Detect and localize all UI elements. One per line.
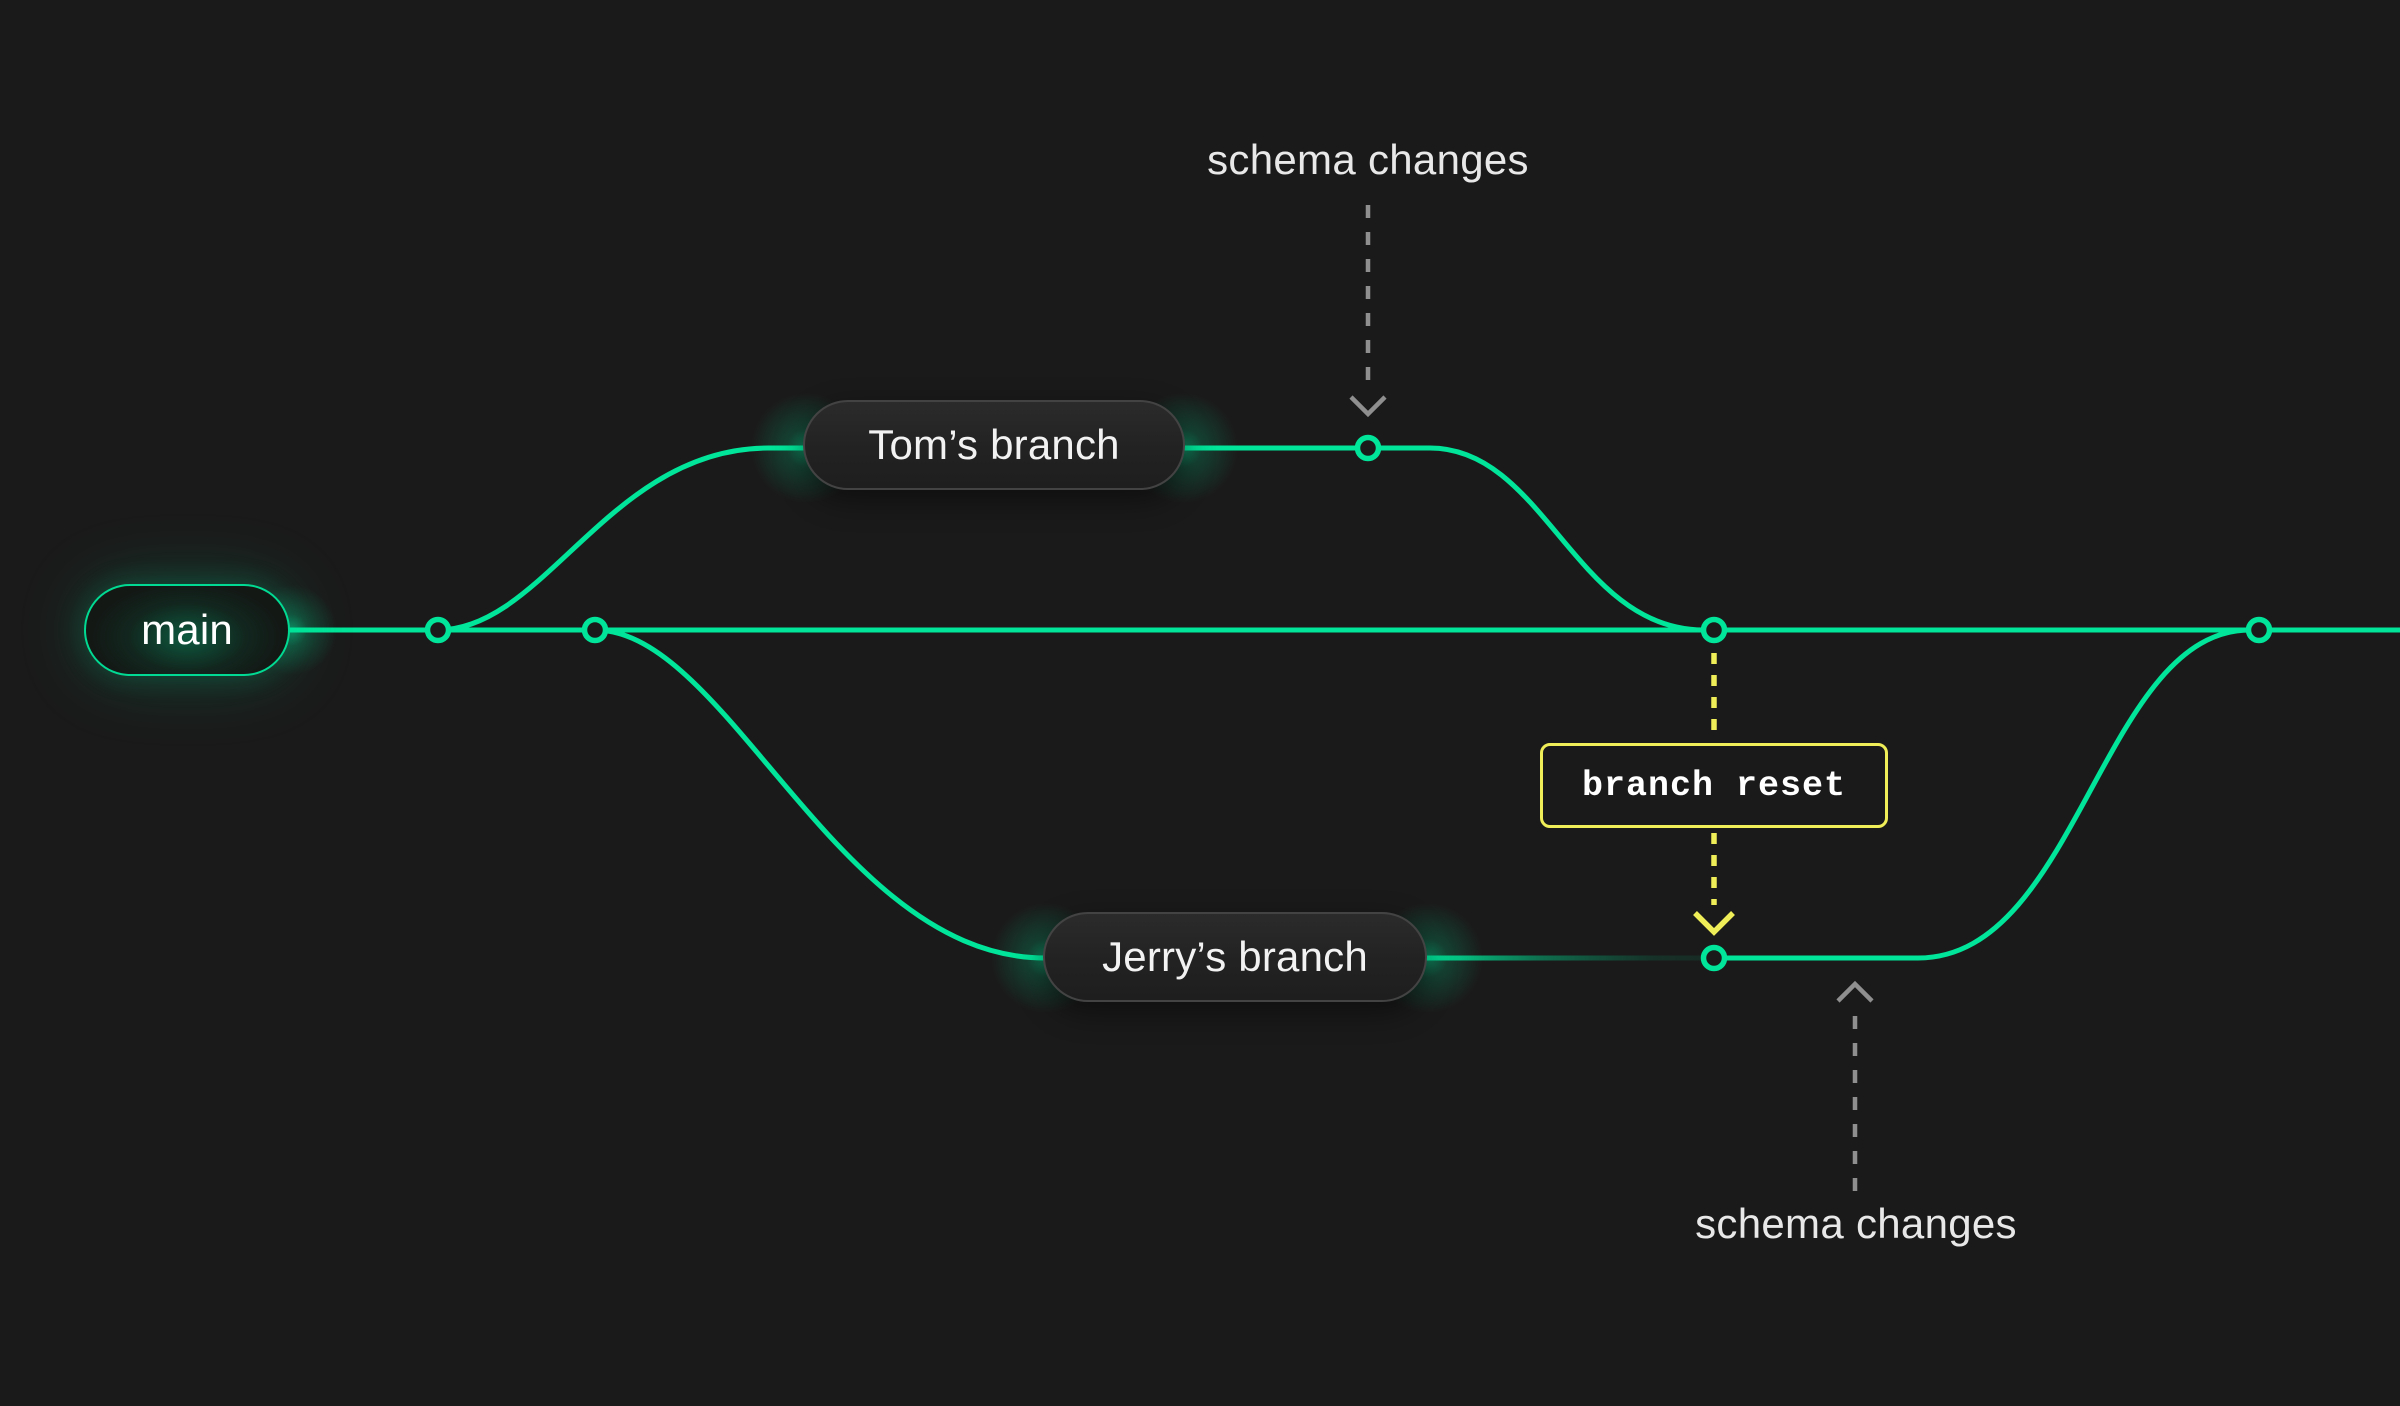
- jerry-branch-line-left: [594, 627, 1430, 961]
- commit-node-jerry-reset: [1700, 944, 1728, 972]
- commit-node-main-merge-tom: [1700, 616, 1728, 644]
- tom-branch-line: [437, 445, 1705, 633]
- schema-changes-bottom-arrow: [1836, 980, 1874, 1196]
- chevron-down-icon: [1693, 911, 1735, 936]
- commit-nodes: [424, 434, 2273, 972]
- main-branch-pill: main: [84, 584, 290, 676]
- chevron-up-icon: [1836, 980, 1874, 1003]
- jerry-branch-label: Jerry’s branch: [1102, 933, 1368, 980]
- branch-reset-box: branch reset: [1540, 743, 1888, 828]
- tom-branch-pill: Tom’s branch: [803, 400, 1185, 490]
- commit-node-main-merge-jerry: [2245, 616, 2273, 644]
- schema-changes-bottom-label: schema changes: [1695, 1200, 2017, 1247]
- jerry-branch-pill: Jerry’s branch: [1043, 912, 1427, 1002]
- tom-branch-label: Tom’s branch: [868, 421, 1120, 468]
- jerry-branch-line-right: [1714, 627, 2251, 961]
- chevron-down-icon: [1349, 395, 1387, 418]
- branch-lines: [289, 445, 2400, 961]
- schema-changes-top-label: schema changes: [1207, 136, 1529, 183]
- branch-reset-label: branch reset: [1581, 765, 1847, 806]
- branch-reset-arrow: [1693, 653, 1735, 936]
- schema-changes-top-arrow: [1349, 205, 1387, 418]
- main-branch-label: main: [141, 606, 233, 653]
- commit-node-branch-point-tom: [424, 616, 452, 644]
- commit-node-tom-schema-change: [1354, 434, 1382, 462]
- commit-node-branch-point-jerry: [581, 616, 609, 644]
